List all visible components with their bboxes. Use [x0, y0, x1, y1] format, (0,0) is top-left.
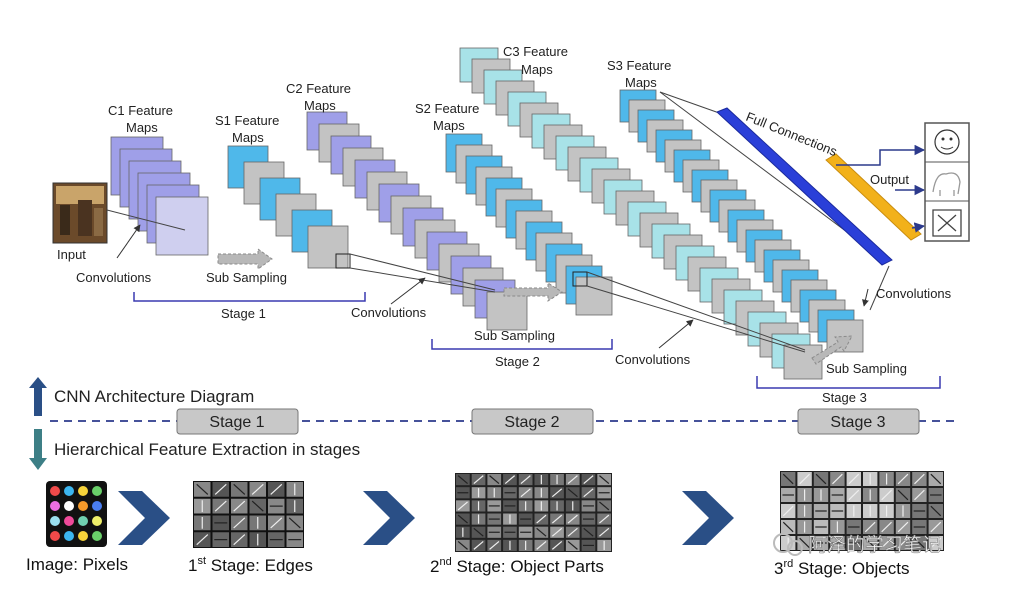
s1-stack	[227, 145, 349, 269]
s3-stack	[619, 89, 864, 353]
pixel-dot	[50, 531, 60, 541]
c1-stack	[110, 136, 209, 256]
feature-map-stacks	[110, 47, 864, 380]
s1-label-line2: Maps	[232, 130, 264, 145]
s2-label-line1: S2 Feature	[415, 101, 479, 116]
convolutions-label-3: Convolutions	[615, 352, 691, 367]
caption-edges: 1st Stage: Edges	[188, 555, 313, 575]
watermark-text: 阿泽的学习笔记	[808, 534, 941, 556]
output-panel	[924, 122, 970, 242]
convolutions-label-4: Convolutions	[876, 286, 952, 301]
pixel-dot	[92, 486, 102, 496]
pixel-dot	[78, 486, 88, 496]
objects-grid	[780, 471, 944, 551]
chevron-arrows	[118, 491, 734, 545]
c2-stack-map	[486, 291, 528, 331]
pixel-dot	[64, 531, 74, 541]
legend-down-text: Hierarchical Feature Extraction in stage…	[54, 440, 360, 459]
s3-label-line2: Maps	[625, 75, 657, 90]
sub-sampling-label-2: Sub Sampling	[474, 328, 555, 343]
pixel-dot	[64, 516, 74, 526]
annotation-arrows	[116, 224, 869, 349]
wechat-icon	[773, 533, 793, 553]
s2-stack-map	[575, 276, 613, 316]
caption-parts: 2nd Stage: Object Parts	[430, 556, 604, 576]
caption-objects: 3rd Stage: Objects	[774, 558, 909, 578]
edges-grid	[193, 481, 304, 548]
sub-sampling-label-3: Sub Sampling	[826, 361, 907, 376]
c3-label-line1: C3 Feature	[503, 44, 568, 59]
c2-label-line1: C2 Feature	[286, 81, 351, 96]
sub-sampling-label-1: Sub Sampling	[206, 270, 287, 285]
chevron-right-icon	[363, 491, 415, 545]
s3-label-line1: S3 Feature	[607, 58, 671, 73]
output-label: Output	[870, 172, 909, 187]
input-image	[52, 182, 108, 244]
stage-brackets	[133, 292, 941, 389]
c3-label-line2: Maps	[521, 62, 553, 77]
chevron-right-icon	[118, 491, 170, 545]
pixel-dot	[50, 501, 60, 511]
chair-icon	[932, 209, 962, 237]
parts-grid	[455, 473, 612, 552]
pixel-dot	[78, 531, 88, 541]
stage2-label: Stage 2	[495, 354, 540, 369]
stage-box-3: Stage 3	[797, 408, 920, 435]
face-icon	[934, 129, 960, 155]
stage-box-1: Stage 1	[176, 408, 299, 435]
s2-stack	[445, 133, 613, 316]
pixel-dot	[92, 531, 102, 541]
dog-icon	[932, 172, 961, 196]
pixel-dot	[50, 516, 60, 526]
pixel-dot	[78, 501, 88, 511]
c1-label-line1: C1 Feature	[108, 103, 173, 118]
caption-pixels: Image: Pixels	[26, 555, 128, 574]
pixel-dot	[78, 516, 88, 526]
output-connections	[836, 144, 926, 233]
pixels-image	[46, 481, 107, 547]
s1-stack-map	[307, 225, 349, 269]
c2-stack	[306, 111, 528, 331]
pixel-dot	[64, 501, 74, 511]
stage-box-1-text: Stage 1	[209, 414, 264, 431]
down-arrow-icon	[29, 429, 47, 470]
stage-box-3-text: Stage 3	[830, 414, 885, 431]
full-connection-bars	[716, 107, 922, 266]
full-connections-label: Full Connections	[744, 109, 840, 159]
convolutions-label-2: Convolutions	[351, 305, 427, 320]
legend: CNN Architecture Diagram Hierarchical Fe…	[29, 377, 360, 470]
legend-up-text: CNN Architecture Diagram	[54, 387, 254, 406]
c3-stack	[459, 47, 823, 380]
c2-label-line2: Maps	[304, 98, 336, 113]
s1-label-line1: S1 Feature	[215, 113, 279, 128]
stage-box-2: Stage 2	[471, 408, 594, 435]
up-arrow-icon	[29, 377, 47, 416]
pixel-dot	[92, 516, 102, 526]
sub-sampling-arrows	[217, 248, 853, 365]
bottom-captions: Image: Pixels 1st Stage: Edges 2nd Stage…	[26, 555, 909, 578]
stage1-label: Stage 1	[221, 306, 266, 321]
s2-label-line2: Maps	[433, 118, 465, 133]
pixel-dot	[64, 486, 74, 496]
pixel-dot	[92, 501, 102, 511]
stage-box-2-text: Stage 2	[504, 414, 559, 431]
pixel-dot	[50, 486, 60, 496]
stage3-label: Stage 3	[822, 390, 867, 405]
watermark: 阿泽的学习笔记	[773, 533, 941, 556]
convolutions-label-1: Convolutions	[76, 270, 152, 285]
c1-stack-map	[155, 196, 209, 256]
chevron-right-icon	[682, 491, 734, 545]
c1-label-line2: Maps	[126, 120, 158, 135]
feature-thumbnails	[193, 471, 944, 552]
input-label: Input	[57, 247, 86, 262]
